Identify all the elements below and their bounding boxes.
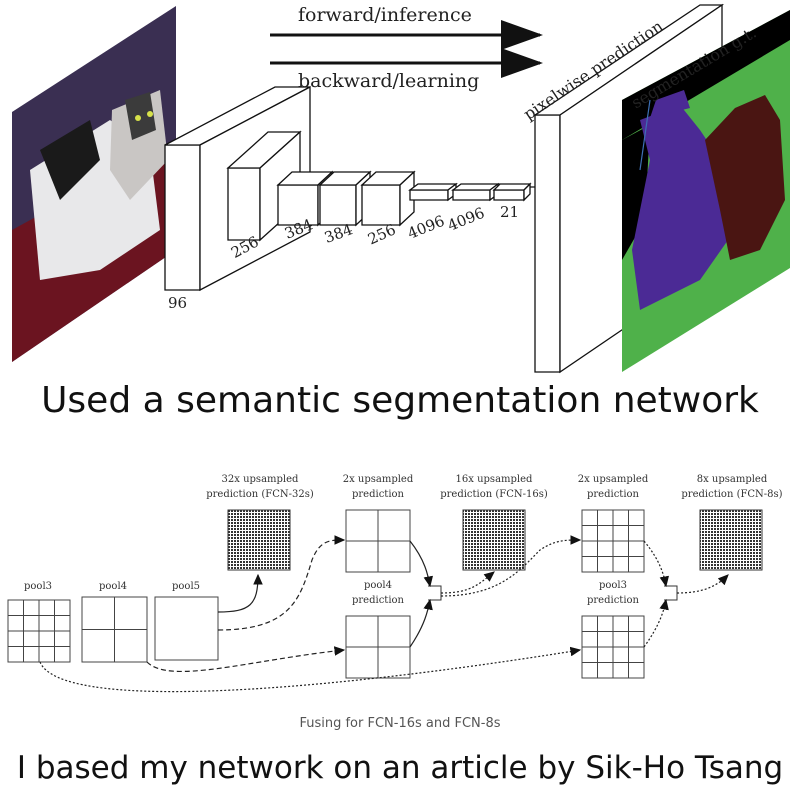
fcn32-label-2: prediction (FCN-32s): [206, 489, 314, 500]
pool5-grid: [154, 596, 219, 661]
top-network-diagram: [12, 3, 790, 374]
pool5-to-up2a: [217, 535, 346, 631]
fcn32-output: [227, 509, 291, 571]
sum1-to-up2b: [440, 535, 582, 597]
upsampled-2x-a: [345, 509, 411, 573]
fcn8-label-2: prediction (FCN-8s): [681, 489, 783, 500]
pool4-label: pool4: [99, 581, 128, 592]
up2a-to-sum1: [409, 540, 434, 588]
layer-label-96: 96: [168, 294, 188, 312]
pool4-grid: [81, 596, 148, 663]
up2a-label-2: prediction: [352, 489, 404, 500]
pool5-label: pool5: [172, 581, 201, 592]
backward-label: backward/learning: [298, 70, 480, 92]
up2b-to-sum2: [643, 540, 670, 588]
pool3-to-pool3pred: [39, 646, 582, 693]
upsampled-2x-b: [581, 509, 645, 573]
caption-bottom: I based my network on an article by Sik-…: [16, 750, 784, 786]
fcn16-label-1: 16x upsampled: [455, 474, 533, 485]
pool4-pred-label-2: prediction: [352, 595, 404, 606]
sum-node-1: [428, 585, 442, 601]
sum2-to-fcn8: [676, 574, 729, 594]
fcn32-label-1: 32x upsampled: [221, 474, 299, 485]
sum1-to-fcn16: [440, 571, 495, 594]
pool3-prediction-grid: [581, 615, 645, 679]
pool4-pred-label-1: pool4: [363, 580, 392, 591]
forward-label: forward/inference: [298, 4, 472, 26]
layer-label-21: 21: [500, 203, 520, 221]
up2b-label-2: prediction: [587, 489, 639, 500]
pool5-to-fcn32: [217, 573, 263, 613]
fcn16-label-2: prediction (FCN-16s): [440, 489, 548, 500]
caption-top: Used a semantic segmentation network: [41, 380, 759, 421]
pool3-grid: [7, 599, 71, 663]
fcn16-output: [462, 509, 526, 571]
fusion-figure-caption: Fusing for FCN-16s and FCN-8s: [299, 716, 501, 731]
up2a-label-1: 2x upsampled: [342, 474, 414, 485]
fcn8-output: [699, 509, 763, 571]
pool3pred-to-sum2: [643, 598, 669, 648]
input-image: [12, 6, 176, 362]
pool4-to-pool4pred: [146, 646, 346, 672]
segmentation-ground-truth: [622, 10, 790, 372]
sum-node-2: [664, 585, 678, 601]
pool3-pred-label-1: pool3: [598, 580, 627, 591]
pool4-prediction-grid: [345, 615, 411, 679]
fcn8-label-1: 8x upsampled: [696, 474, 768, 485]
conv-blocks: [164, 85, 560, 292]
pool4pred-to-sum1: [409, 598, 433, 648]
up2b-label-1: 2x upsampled: [577, 474, 649, 485]
pool3-label: pool3: [24, 581, 53, 592]
pool3-pred-label-2: prediction: [587, 595, 639, 606]
